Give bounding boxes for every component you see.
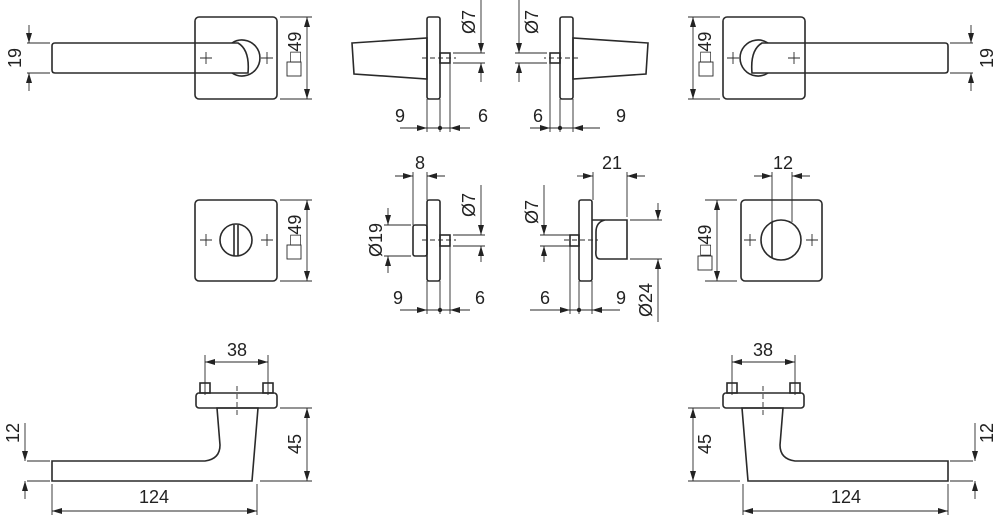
dim-length: 124	[831, 487, 861, 507]
dim-offset-left: 9	[395, 106, 405, 126]
dim-height: 45	[285, 434, 305, 454]
dim-turn-diameter: Ø19	[366, 223, 386, 257]
dim-spindle: Ø7	[522, 10, 542, 34]
dim-knob-length: 21	[602, 153, 622, 173]
dim-lever-height: 19	[977, 48, 997, 68]
dim-offset-right: 6	[478, 106, 488, 126]
dim-lever-height: 19	[5, 48, 25, 68]
dim-screw-spacing: 38	[753, 340, 773, 360]
dim-rosette: □49	[695, 225, 715, 256]
dim-rosette: □49	[285, 32, 305, 63]
dim-rosette: □49	[285, 215, 305, 246]
dim-offset-left: 6	[540, 288, 550, 308]
dim-lever-thickness: 12	[977, 423, 997, 443]
dim-offset-right: 9	[616, 106, 626, 126]
dim-offset-left: 9	[393, 288, 403, 308]
dim-lever-thickness: 12	[3, 423, 23, 443]
release-rosette-right	[530, 172, 823, 322]
lever-set-right	[515, 0, 975, 515]
thumb-turn-left	[194, 172, 485, 314]
dim-offset-right: 6	[475, 288, 485, 308]
dim-offset-right: 9	[616, 288, 626, 308]
dim-length: 124	[139, 487, 169, 507]
dim-spindle: Ø7	[522, 200, 542, 224]
dim-spindle: Ø7	[459, 10, 479, 34]
dim-knob-diameter: Ø24	[636, 283, 656, 317]
dim-slot-width: 12	[773, 153, 793, 173]
dim-turn-width: 8	[415, 153, 425, 173]
dim-offset-left: 6	[533, 106, 543, 126]
dim-height: 45	[695, 434, 715, 454]
dim-rosette: □49	[695, 32, 715, 63]
dim-screw-spacing: 38	[227, 340, 247, 360]
dim-spindle: Ø7	[459, 193, 479, 217]
lever-set-left	[25, 0, 485, 515]
